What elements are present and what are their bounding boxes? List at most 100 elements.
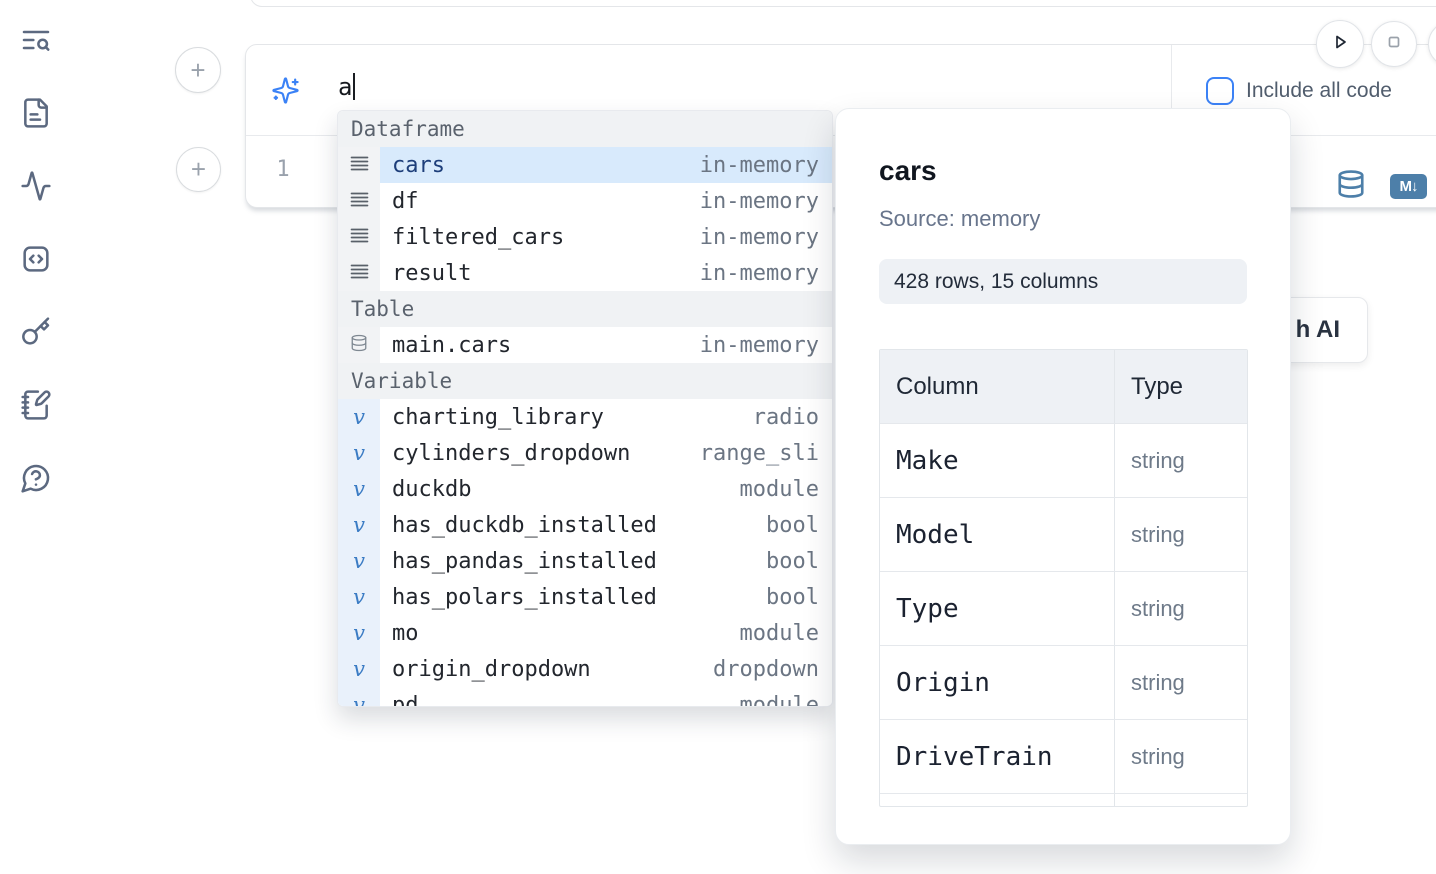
item-name: has_duckdb_installed xyxy=(392,512,657,538)
item-gutter xyxy=(338,255,380,291)
schema-column-cell: Make xyxy=(880,424,1114,497)
dataframe-rows-icon xyxy=(350,153,369,178)
text-caret xyxy=(353,73,356,100)
item-type: in-memory xyxy=(699,332,819,358)
autocomplete-item-mo[interactable]: v mo module xyxy=(338,615,832,651)
include-all-code-checkbox[interactable] xyxy=(1206,76,1234,105)
variable-icon: v xyxy=(353,405,365,429)
item-type: in-memory xyxy=(699,260,819,286)
autocomplete-item-cars[interactable]: cars in-memory xyxy=(338,147,832,183)
item-main: has_duckdb_installed bool xyxy=(380,507,832,543)
schema-type-text: string xyxy=(1131,447,1185,473)
notebook-pen-icon[interactable] xyxy=(20,389,52,421)
item-gutter: v xyxy=(338,615,380,651)
item-name: mo xyxy=(392,620,419,646)
schema-column-cell xyxy=(880,794,1114,806)
schema-type-cell: string xyxy=(1114,498,1247,571)
code-editor-row[interactable]: 1 xyxy=(246,137,1436,207)
item-gutter: v xyxy=(338,543,380,579)
line-number: 1 xyxy=(276,157,290,182)
item-type: bool xyxy=(766,584,819,610)
file-icon[interactable] xyxy=(20,97,52,129)
autocomplete-item-cylinders_dropdown[interactable]: v cylinders_dropdown range_sli xyxy=(338,435,832,471)
item-name: pd xyxy=(392,692,419,707)
item-gutter xyxy=(338,327,380,363)
item-name: cars xyxy=(392,152,445,178)
run-cell-button[interactable] xyxy=(1316,20,1364,68)
stop-button[interactable] xyxy=(1371,21,1417,67)
item-name: df xyxy=(392,188,419,214)
item-main: cylinders_dropdown range_sli xyxy=(380,435,832,471)
autocomplete-section-header: Table xyxy=(338,291,832,327)
add-cell-above-button[interactable]: + xyxy=(175,47,221,93)
item-gutter xyxy=(338,183,380,219)
schema-column-text: Type xyxy=(896,593,959,624)
autocomplete-item-charting_library[interactable]: v charting_library radio xyxy=(338,399,832,435)
ai-prompt-input[interactable]: a xyxy=(338,73,356,101)
key-icon[interactable] xyxy=(20,316,52,348)
item-name: filtered_cars xyxy=(392,224,565,250)
variable-icon: v xyxy=(353,657,365,681)
schema-column-text: DriveTrain xyxy=(896,741,1053,772)
item-gutter: v xyxy=(338,435,380,471)
item-gutter: v xyxy=(338,687,380,706)
item-name: origin_dropdown xyxy=(392,656,591,682)
schema-column-cell: Model xyxy=(880,498,1114,571)
schema-column-text: Make xyxy=(896,445,959,476)
autocomplete-section-header: Variable xyxy=(338,363,832,399)
add-cell-below-button[interactable]: + xyxy=(176,147,221,192)
item-name: cylinders_dropdown xyxy=(392,440,631,466)
variable-icon: v xyxy=(353,477,365,501)
item-gutter: v xyxy=(338,507,380,543)
schema-type-cell: string xyxy=(1114,424,1247,497)
item-gutter xyxy=(338,219,380,255)
database-icon[interactable] xyxy=(1336,169,1366,204)
dataframe-rows-icon xyxy=(350,261,369,286)
item-name: has_polars_installed xyxy=(392,584,657,610)
schema-type-cell: string xyxy=(1114,646,1247,719)
item-gutter: v xyxy=(338,651,380,687)
schema-type-text: Type xyxy=(1131,372,1184,400)
item-main: has_polars_installed bool xyxy=(380,579,832,615)
activity-icon[interactable] xyxy=(20,170,52,202)
schema-type-cell: Type xyxy=(1114,350,1247,423)
item-gutter: v xyxy=(338,471,380,507)
stop-icon xyxy=(1382,30,1406,59)
code-square-icon[interactable] xyxy=(20,243,52,275)
item-type: range_sli xyxy=(699,440,819,466)
item-type: module xyxy=(739,620,819,646)
item-name: duckdb xyxy=(392,476,472,502)
markdown-export-icon[interactable]: M↓ xyxy=(1390,174,1427,199)
item-type: bool xyxy=(766,548,819,574)
item-type: in-memory xyxy=(699,152,819,178)
item-type: radio xyxy=(752,404,819,430)
item-type: bool xyxy=(766,512,819,538)
list-search-icon[interactable] xyxy=(20,24,52,56)
include-all-code-control: Include all code xyxy=(1172,45,1436,136)
autocomplete-item-has_duckdb_installed[interactable]: v has_duckdb_installed bool xyxy=(338,507,832,543)
dataframe-rows-icon xyxy=(350,225,369,250)
variable-icon: v xyxy=(353,621,365,645)
item-name: charting_library xyxy=(392,404,604,430)
sidebar xyxy=(20,24,54,494)
help-bubble-icon[interactable] xyxy=(20,462,52,494)
variable-icon: v xyxy=(353,549,365,573)
